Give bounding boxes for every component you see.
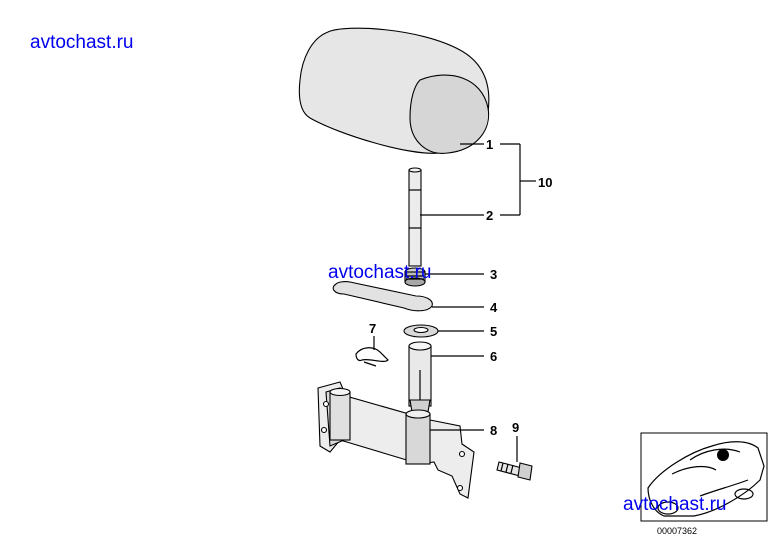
washer bbox=[403, 324, 439, 338]
link-strap bbox=[332, 281, 433, 312]
image-code: 00007362 bbox=[657, 526, 698, 536]
watermark-middle: avtochast.ru bbox=[328, 262, 432, 283]
watermark-bottom: avtochast.ru bbox=[623, 494, 727, 515]
spring-clip-wire bbox=[355, 347, 389, 367]
callout-4: 4 bbox=[490, 300, 498, 315]
bolt bbox=[496, 461, 533, 481]
mounting-bracket bbox=[317, 381, 475, 499]
callout-8: 8 bbox=[490, 423, 497, 438]
watermark-top: avtochast.ru bbox=[30, 32, 134, 53]
headrest-cushion bbox=[298, 27, 490, 154]
car-location-icon bbox=[640, 432, 768, 522]
callout-6: 6 bbox=[490, 349, 497, 364]
callout-7: 7 bbox=[369, 321, 376, 336]
callout-9: 9 bbox=[512, 420, 519, 435]
guide-rod bbox=[408, 167, 422, 267]
callout-labels: 1 2 3 4 5 6 7 8 9 10 bbox=[369, 137, 552, 438]
callout-5: 5 bbox=[490, 324, 497, 339]
callout-10: 10 bbox=[538, 175, 552, 190]
guide-sleeve bbox=[408, 341, 432, 413]
callout-1: 1 bbox=[486, 137, 493, 152]
callout-2: 2 bbox=[486, 208, 493, 223]
spring-clip bbox=[404, 267, 426, 287]
leader-lines bbox=[373, 143, 536, 462]
callout-3: 3 bbox=[490, 267, 497, 282]
